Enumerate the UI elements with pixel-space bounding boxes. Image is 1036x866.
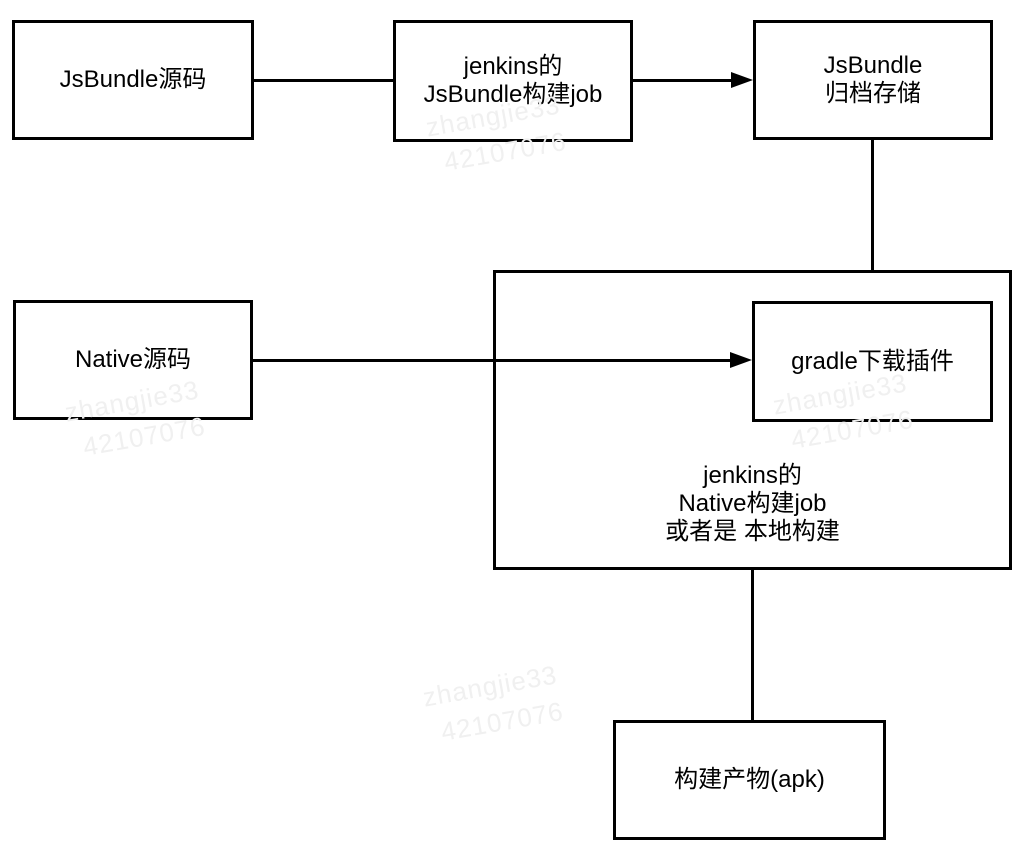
node-jsbundle-source: JsBundle源码 — [12, 20, 254, 140]
node-label-line: JsBundle — [823, 52, 923, 79]
arrowhead-icon — [731, 72, 753, 88]
node-label: JsBundle源码 — [59, 66, 207, 93]
watermark-number: 42107076 — [438, 695, 566, 747]
node-jenkins-jsbundle-job: jenkins的 JsBundle构建job — [393, 20, 633, 142]
arrowhead-icon — [730, 352, 752, 368]
watermark-name: zhangjie33 — [420, 659, 560, 713]
node-label: Native源码 — [74, 346, 192, 373]
connector-native-source-to-gradle — [253, 359, 732, 362]
connector-jenkins-job-to-archive — [633, 79, 733, 82]
node-gradle-plugin: gradle下载插件 — [752, 301, 993, 422]
node-jsbundle-archive: JsBundle 归档存储 — [753, 20, 993, 140]
connector-native-build-to-artifact — [751, 570, 754, 721]
node-label: gradle下载插件 — [791, 347, 954, 375]
node-label-line: JsBundle构建job — [423, 81, 603, 108]
connector-archive-to-native-build — [871, 140, 874, 270]
node-label-line: jenkins的 — [703, 462, 802, 489]
node-label: 构建产物(apk) — [674, 766, 825, 793]
node-native-build-job-label: jenkins的 Native构建job 或者是 本地构建 — [493, 462, 1012, 546]
node-label-line: jenkins的 — [463, 53, 563, 80]
node-label-line: 或者是 本地构建 — [665, 518, 840, 545]
node-build-artifact: 构建产物(apk) — [613, 720, 886, 840]
node-native-source: Native源码 — [13, 300, 253, 420]
node-label-line: 归档存储 — [825, 80, 921, 107]
watermark: zhangjie33 42107076 — [420, 656, 567, 752]
node-label-line: Native构建job — [678, 490, 827, 517]
connector-jsbundle-source-to-jenkins-job — [254, 79, 393, 82]
